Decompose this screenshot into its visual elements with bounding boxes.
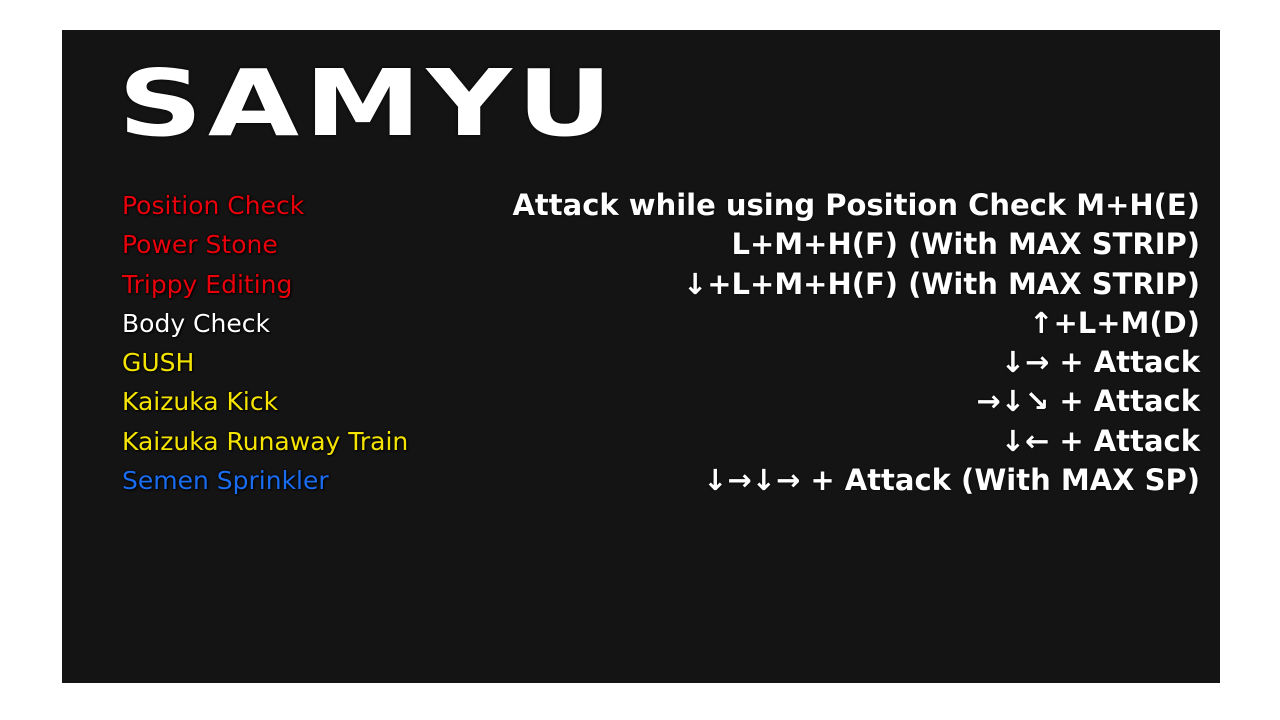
move-list-panel [62, 30, 1220, 683]
move-name: Trippy Editing [122, 269, 293, 299]
move-row: Body Check ↑+L+M(D) [122, 305, 1200, 344]
move-row: GUSH ↓→ + Attack [122, 344, 1200, 383]
move-row: Trippy Editing ↓+L+M+H(F) (With MAX STRIP… [122, 266, 1200, 305]
move-name: Position Check [122, 191, 305, 220]
character-name-title: SAMYU [118, 50, 618, 157]
move-list: Position Check Attack while using Positio… [122, 187, 1200, 501]
move-command: ↓+L+M+H(F) (With MAX STRIP) [682, 266, 1200, 301]
move-name: Kaizuka Kick [122, 387, 279, 417]
move-name: Kaizuka Runaway Train [122, 426, 409, 456]
move-name: Body Check [122, 308, 270, 338]
move-row: Semen Sprinkler ↓→↓→ + Attack (With MAX S… [122, 462, 1200, 501]
move-row: Kaizuka Runaway Train ↓← + Attack [122, 423, 1200, 462]
move-name: GUSH [122, 348, 195, 378]
move-command: Attack while using Position Check M+H(E) [512, 188, 1200, 222]
move-command: ↓→ + Attack [1000, 345, 1200, 380]
move-row: Kaizuka Kick →↓↘ + Attack [122, 383, 1200, 422]
move-command: L+M+H(F) (With MAX STRIP) [731, 227, 1200, 262]
move-row: Position Check Attack while using Positio… [122, 187, 1200, 226]
move-row: Power Stone L+M+H(F) (With MAX STRIP) [122, 226, 1200, 265]
move-name: Power Stone [122, 230, 278, 260]
move-command: →↓↘ + Attack [976, 384, 1200, 419]
move-command: ↓→↓→ + Attack (With MAX SP) [703, 463, 1200, 498]
move-command: ↓← + Attack [1000, 423, 1200, 458]
move-name: Semen Sprinkler [122, 466, 329, 496]
move-command: ↑+L+M(D) [1029, 305, 1200, 340]
